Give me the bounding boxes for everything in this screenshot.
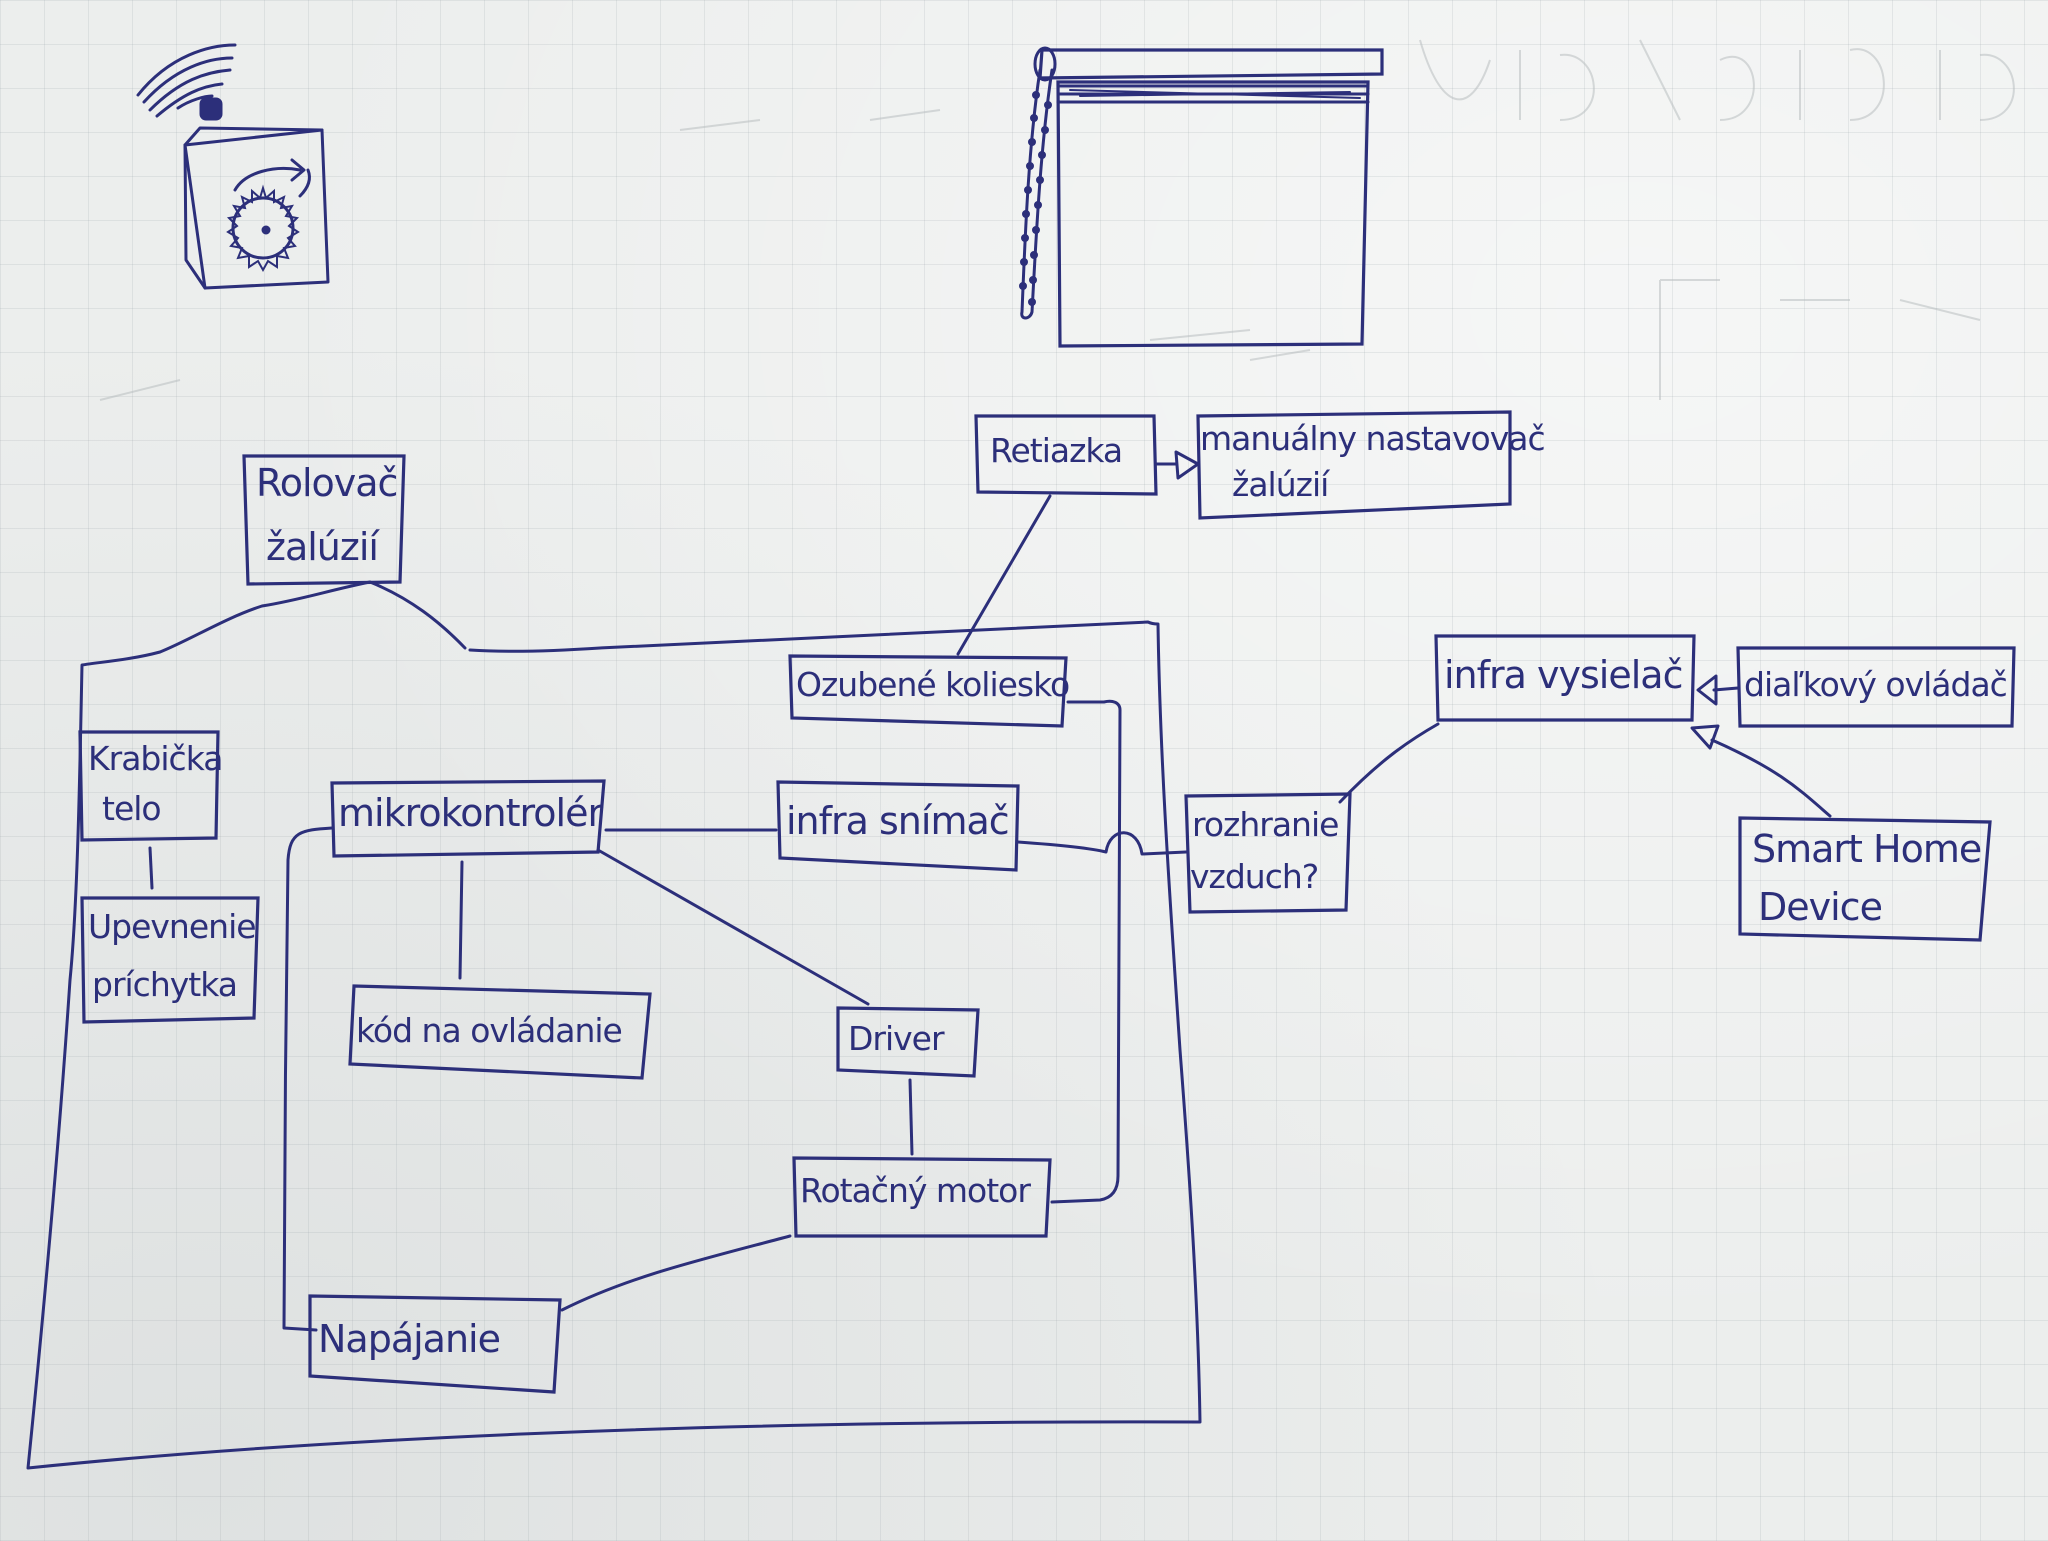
antenna-icon: [199, 97, 223, 121]
ozubene-label: Ozubené koliesko: [796, 665, 1070, 704]
show-through-ghost: [99, 39, 2015, 401]
edge-driver-motor: [908, 1078, 914, 1156]
box-kod: [348, 984, 652, 1080]
edge-snimac-rozhranie: [1016, 831, 1188, 856]
edge-motor-napajanie: [560, 1234, 792, 1312]
generalization-arrow-icon: [1696, 674, 1718, 706]
smart-home-line2: Device: [1758, 885, 1883, 929]
motor-box-sketch: [136, 43, 330, 290]
diagram-connectors: [148, 450, 1832, 1332]
edge-ozubene-retiazka: [956, 494, 1052, 656]
box-smart-home: [1738, 816, 1992, 942]
box-infra-vysielac: [1434, 634, 1696, 722]
edge-rozhranie-vysielac: [1338, 722, 1440, 804]
infra-vysielac-label: infra vysielač: [1444, 653, 1683, 697]
gear-icon: [226, 184, 300, 273]
rolovac-line1: Rolovač: [256, 461, 398, 505]
rolovac-line2: žalúzií: [266, 525, 379, 569]
box-rozhranie: [1184, 792, 1352, 914]
kod-label: kód na ovládanie: [356, 1011, 623, 1050]
roller-blind-sketch: [1019, 46, 1384, 348]
manualny-line1: manuálny nastavovač: [1200, 419, 1546, 458]
krabicka-line1: Krabička: [88, 739, 223, 778]
edge-mikro-napajanie: [282, 826, 334, 1332]
box-krabicka: [78, 730, 220, 842]
box-driver: [836, 1006, 980, 1078]
box-dialkovy: [1736, 646, 2016, 728]
upevnenie-line2: príchytka: [92, 965, 238, 1004]
generalization-arrow-icon: [1174, 450, 1200, 480]
manualny-line2: žalúzií: [1232, 465, 1329, 504]
infra-snimac-label: infra snímač: [786, 799, 1010, 843]
retiazka-label: Retiazka: [990, 431, 1123, 470]
rotacny-motor-label: Rotačný motor: [800, 1171, 1031, 1210]
generalization-arrow-icon: [1690, 724, 1720, 750]
rozhranie-line2: vzduch?: [1190, 857, 1319, 896]
box-rotacny-motor: [792, 1156, 1052, 1238]
rozhranie-line1: rozhranie: [1192, 805, 1339, 844]
box-mikrokontroler: [330, 779, 606, 858]
box-manualny: [1196, 410, 1512, 520]
dialkovy-label: diaľkový ovládač: [1744, 665, 2008, 704]
krabicka-line2: telo: [102, 789, 162, 828]
napajanie-label: Napájanie: [318, 1317, 501, 1361]
edge-krabicka-upevnenie: [148, 846, 154, 890]
edge-smart-vysielac: [1710, 738, 1832, 818]
edge-mikro-driver: [596, 848, 870, 1006]
box-ozubene: [788, 654, 1068, 728]
driver-label: Driver: [848, 1019, 945, 1058]
upevnenie-line1: Upevnenie: [88, 907, 257, 946]
diagram-boxes: [78, 410, 2016, 1394]
rotation-arrow-icon: [233, 166, 302, 192]
edge-motor-ozubene: [1050, 699, 1122, 1204]
box-rolovac: [242, 454, 406, 586]
box-retiazka: [974, 414, 1158, 496]
system-boundary: [26, 580, 1202, 1470]
bead-chain-icon: [1020, 68, 1054, 320]
box-upevnenie: [80, 896, 260, 1024]
box-napajanie: [308, 1294, 562, 1394]
mikrokontroler-label: mikrokontrolér: [338, 791, 603, 835]
smart-home-line1: Smart Home: [1752, 827, 1982, 871]
edge-mikro-kod: [458, 860, 464, 980]
box-infra-snimac: [776, 780, 1020, 872]
edge-dialkovy-vysielac: [1712, 686, 1740, 692]
